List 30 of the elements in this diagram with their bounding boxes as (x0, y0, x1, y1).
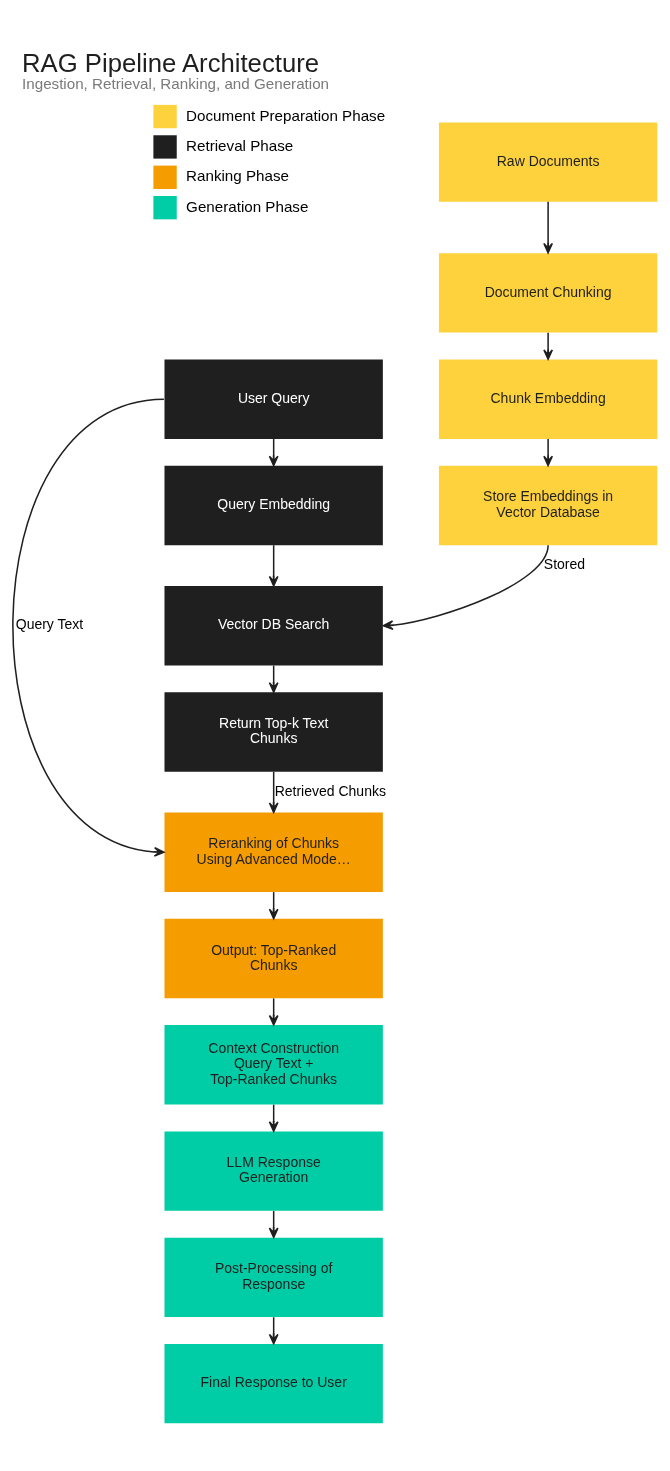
arrow (543, 438, 554, 467)
node-box: Store Embeddings in Vector Database (438, 465, 658, 546)
node-box: Query Embedding (164, 465, 383, 546)
arrow (12, 398, 165, 857)
legend-label: Retrieval Phase (186, 136, 294, 154)
arrow (543, 332, 554, 361)
node-box: Document Chunking (438, 253, 658, 333)
edge-label: Retrieved Chunks (274, 782, 386, 799)
legend-label: Ranking Phase (186, 167, 289, 185)
node-box: Raw Documents (438, 122, 658, 202)
diagram-title: RAG Pipeline Architecture (22, 48, 320, 77)
legend-label: Document Preparation Phase (186, 106, 386, 124)
edge-label: Query Text (15, 616, 84, 633)
arrow (543, 201, 554, 254)
node-box: Vector DB Search (164, 586, 383, 666)
arrow (382, 544, 549, 631)
node-box: Post-Processing of Response (164, 1237, 383, 1318)
node-box: Final Response to User (164, 1343, 383, 1424)
arrow (268, 544, 279, 587)
node-box: LLM Response Generation (164, 1131, 383, 1211)
arrow (268, 771, 279, 814)
node-box: Return Top-k Text Chunks (164, 692, 383, 772)
node-box: Context Construction Query Text + Top-Ranked Chunks (164, 1025, 383, 1105)
legend-label: Generation Phase (186, 197, 309, 215)
edge-label: Stored (543, 556, 586, 573)
node-box: Chunk Embedding (438, 359, 658, 439)
node-box: Reranking of Chunks Using Advanced Mode… (164, 812, 383, 892)
node-box: User Query (164, 359, 383, 439)
node-box: Output: Top-Ranked Chunks (164, 918, 383, 999)
caption: Ingestion, Retrieval, Ranking, and Generation (22, 75, 330, 93)
